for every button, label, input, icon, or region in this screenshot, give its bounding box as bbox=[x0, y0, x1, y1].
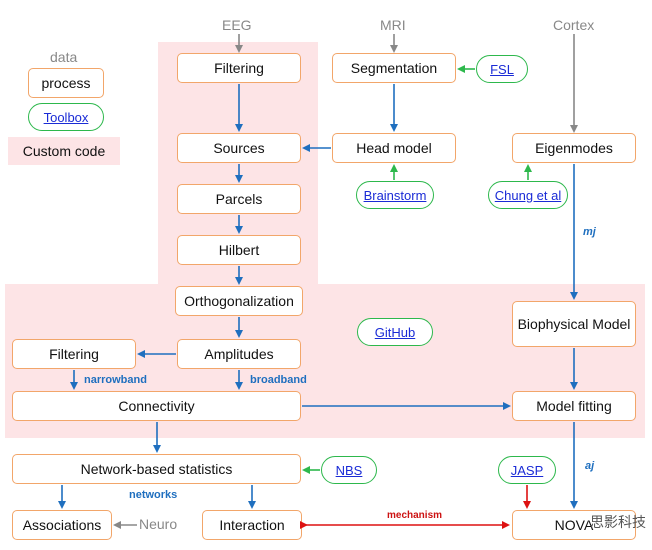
process-associations: Associations bbox=[12, 510, 112, 540]
legend-toolbox-link[interactable]: Toolbox bbox=[28, 103, 104, 131]
process-connectivity: Connectivity bbox=[12, 391, 301, 421]
edge-label-aj: aj bbox=[585, 460, 595, 472]
toolbox-github[interactable]: GitHub bbox=[357, 318, 433, 346]
input-mri: MRI bbox=[380, 17, 406, 33]
toolbox-nbs[interactable]: NBS bbox=[321, 456, 377, 484]
toolbox-brainstorm[interactable]: Brainstorm bbox=[356, 181, 434, 209]
legend-data-label: data bbox=[50, 49, 78, 65]
process-biophysical-model: Biophysical Model bbox=[512, 301, 636, 347]
toolbox-jasp[interactable]: JASP bbox=[498, 456, 556, 484]
edge-label-networks: networks bbox=[129, 489, 178, 501]
input-neuro: Neuro bbox=[139, 516, 178, 532]
process-sources: Sources bbox=[177, 133, 301, 163]
input-cortex: Cortex bbox=[553, 17, 595, 33]
process-filtering-top: Filtering bbox=[177, 53, 301, 83]
process-model-fitting: Model fitting bbox=[512, 391, 636, 421]
toolbox-chung-et-al[interactable]: Chung et al bbox=[488, 181, 568, 209]
process-nova: NOVA bbox=[512, 510, 636, 540]
legend-custom-code: Custom code bbox=[8, 137, 120, 165]
edge-label-broadband: broadband bbox=[250, 374, 307, 386]
input-eeg: EEG bbox=[222, 17, 252, 33]
process-interaction: Interaction bbox=[202, 510, 302, 540]
process-parcels: Parcels bbox=[177, 184, 301, 214]
watermark: 思影科技 bbox=[590, 514, 646, 530]
process-orthogonalization: Orthogonalization bbox=[175, 286, 303, 316]
process-segmentation: Segmentation bbox=[332, 53, 456, 83]
process-amplitudes: Amplitudes bbox=[177, 339, 301, 369]
process-network-based-statistics: Network-based statistics bbox=[12, 454, 301, 484]
process-filtering-left: Filtering bbox=[12, 339, 136, 369]
edge-label-narrowband: narrowband bbox=[84, 374, 147, 386]
edge-label-mechanism: mechanism bbox=[387, 510, 443, 521]
edge-label-mj: mj bbox=[583, 226, 596, 238]
toolbox-fsl[interactable]: FSL bbox=[476, 55, 528, 83]
process-eigenmodes: Eigenmodes bbox=[512, 133, 636, 163]
process-head-model: Head model bbox=[332, 133, 456, 163]
process-hilbert: Hilbert bbox=[177, 235, 301, 265]
legend-process-box: process bbox=[28, 68, 104, 98]
